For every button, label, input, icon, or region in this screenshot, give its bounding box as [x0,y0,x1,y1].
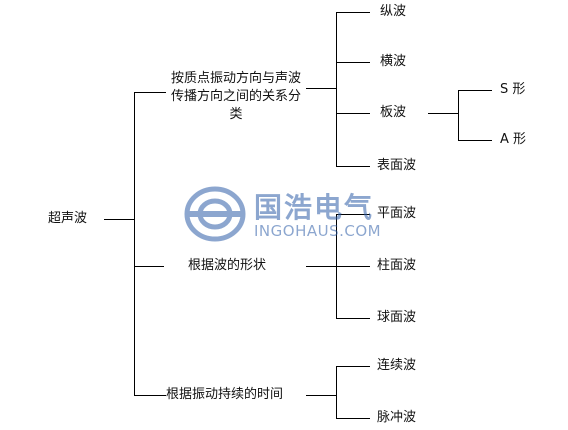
branch-node-vibration-direction: 按质点振动方向与声波传播方向之间的关系分类 [170,71,301,122]
connector-line [428,113,458,114]
connector-line [336,366,337,418]
connector-line [134,92,166,93]
connector-line [458,90,459,140]
ingohaus-logo-icon [184,186,246,242]
connector-line [336,266,370,267]
leaf-node: 板波 [380,105,407,120]
watermark-brand-en: INGOHAUS.COM [254,222,382,240]
connector-line [336,166,370,167]
connector-line [458,90,492,91]
connector-line [336,214,370,215]
connector-line [306,395,336,396]
watermark: 国浩电气 INGOHAUS.COM [184,186,394,246]
connector-line [336,366,370,367]
connector-line [336,62,370,63]
branch-node-wave-shape: 根据波的形状 [188,258,267,273]
leaf-node: 脉冲波 [377,410,417,425]
root-node: 超声波 [48,211,88,226]
leaf-node: 纵波 [380,4,407,19]
connector-line [458,140,492,141]
connector-line [336,418,370,419]
connector-line [134,266,164,267]
connector-line [134,395,166,396]
leaf-node: 连续波 [377,358,417,373]
connector-line [336,12,337,166]
branch-node-vibration-duration: 根据振动持续的时间 [166,387,284,402]
watermark-brand-cn: 国浩电气 [254,191,375,224]
connector-line [134,92,135,396]
connector-line [104,219,134,220]
leaf-node: 平面波 [377,206,417,221]
leaf-node: S 形 [500,82,526,97]
connector-line [336,12,370,13]
leaf-node: 柱面波 [377,258,417,273]
connector-line [306,88,336,89]
leaf-node: 表面波 [377,158,417,173]
connector-line [336,113,370,114]
leaf-node: A 形 [500,132,527,147]
connector-line [306,266,336,267]
leaf-node: 球面波 [377,310,417,325]
leaf-node: 横波 [380,54,407,69]
connector-line [336,318,370,319]
